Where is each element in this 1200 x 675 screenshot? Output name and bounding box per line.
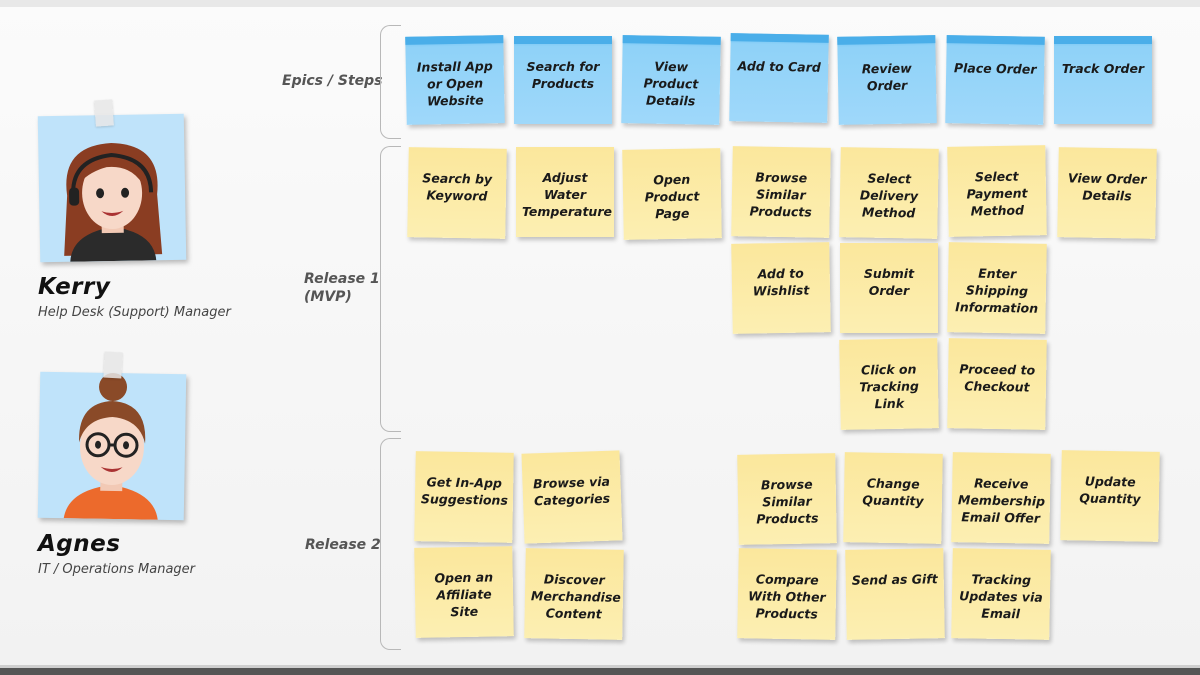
row-label-release1: Release 1 (MVP) — [304, 270, 380, 306]
avatar-agnes — [37, 371, 187, 521]
persona-role-kerry: Help Desk (Support) Manager — [38, 305, 231, 320]
release1-note[interactable]: Click on Tracking Link — [839, 338, 939, 430]
board-frame-top — [0, 0, 1200, 7]
tape-agnes — [103, 351, 123, 379]
release1-note[interactable]: Proceed to Checkout — [947, 338, 1047, 430]
release2-note[interactable]: Discover Merchandise Content — [524, 548, 624, 640]
persona-name-kerry: Kerry — [38, 274, 111, 300]
release1-note[interactable]: View Order Details — [1057, 147, 1157, 239]
release1-note[interactable]: Browse Similar Products — [731, 146, 831, 238]
release2-note[interactable]: Browse Similar Products — [737, 453, 837, 545]
epic-note[interactable]: Place Order — [945, 35, 1045, 125]
release2-note[interactable]: Change Quantity — [843, 452, 943, 544]
release2-note[interactable]: Send as Gift — [845, 548, 945, 640]
release2-note[interactable]: Open an Affiliate Site — [414, 546, 514, 638]
release2-note[interactable]: Browse via Categories — [521, 450, 623, 544]
agnes-illustration — [63, 373, 158, 520]
epic-note[interactable]: Add to Card — [729, 33, 829, 123]
release1-note[interactable]: Select Delivery Method — [839, 147, 939, 239]
epic-note[interactable]: Track Order — [1054, 36, 1152, 124]
release1-note[interactable]: Open Product Page — [622, 148, 722, 240]
release2-note[interactable]: Compare With Other Products — [737, 548, 837, 640]
release1-note[interactable]: Enter Shipping Information — [947, 242, 1047, 334]
row-label-release2: Release 2 — [305, 537, 381, 553]
release1-note[interactable]: Adjust Water Temperature — [516, 147, 614, 237]
release1-note[interactable]: Select Payment Method — [947, 145, 1047, 237]
row-label-epics: Epics / Steps — [282, 73, 383, 89]
release2-note[interactable]: Receive Membership Email Offer — [951, 452, 1051, 544]
release2-note[interactable]: Update Quantity — [1060, 450, 1160, 542]
avatar-kerry — [37, 113, 187, 263]
row-label-release1-line2: (MVP) — [304, 289, 352, 305]
release1-note[interactable]: Submit Order — [840, 243, 938, 333]
board-frame-bottom — [0, 665, 1200, 675]
release1-note[interactable]: Search by Keyword — [407, 147, 507, 239]
bracket-release2 — [380, 438, 401, 650]
persona-name-agnes: Agnes — [38, 531, 121, 557]
bracket-release1 — [380, 146, 401, 432]
release2-note[interactable]: Tracking Updates via Email — [951, 548, 1051, 640]
epic-note[interactable]: Install App or Open Website — [405, 35, 505, 125]
bracket-epics — [380, 25, 401, 139]
epic-note[interactable]: Search for Products — [514, 36, 612, 124]
tape-kerry — [94, 99, 114, 127]
kerry-illustration — [64, 143, 163, 262]
persona-role-agnes: IT / Operations Manager — [38, 562, 196, 577]
release2-note[interactable]: Get In-App Suggestions — [414, 451, 514, 543]
epic-note[interactable]: View Product Details — [621, 35, 721, 125]
epic-note[interactable]: Review Order — [837, 35, 937, 125]
release1-note[interactable]: Add to Wishlist — [731, 242, 831, 334]
row-label-release1-line1: Release 1 — [304, 271, 380, 287]
